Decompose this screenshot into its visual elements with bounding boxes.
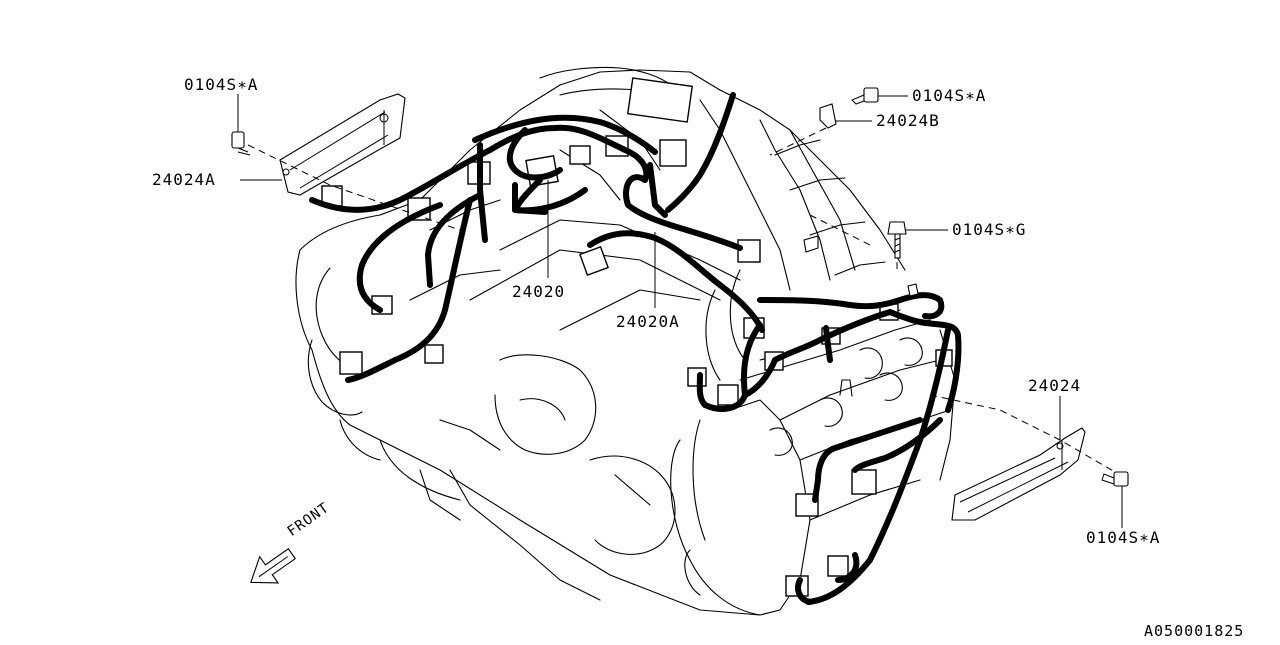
bracket-24024	[929, 394, 1116, 521]
label-bolt-g: 0104S∗G	[952, 220, 1027, 239]
diagram-code: A050001825	[1144, 622, 1245, 640]
front-arrow-icon	[250, 548, 297, 584]
bolt-top-left	[231, 94, 251, 156]
clip-24024b	[769, 103, 872, 156]
label-bracket-24024a: 24024A	[152, 170, 216, 189]
bolt-bottom-right	[1101, 471, 1129, 528]
label-harness-24020a: 24020A	[616, 312, 680, 331]
bolt-top-right	[851, 87, 908, 105]
label-bolt-top-right: 0104S∗A	[912, 86, 987, 105]
label-bracket-24024: 24024	[1028, 376, 1082, 395]
bracket-24024a	[247, 93, 461, 231]
label-clip-24024b: 24024B	[876, 111, 940, 130]
wiring-harness-24020	[309, 92, 962, 605]
leader-lines	[240, 179, 656, 308]
label-bolt-top-left: 0104S∗A	[184, 75, 259, 94]
bolt-g	[803, 214, 948, 297]
label-bolt-bottom-right: 0104S∗A	[1086, 528, 1161, 547]
label-harness-24020: 24020	[512, 282, 566, 301]
